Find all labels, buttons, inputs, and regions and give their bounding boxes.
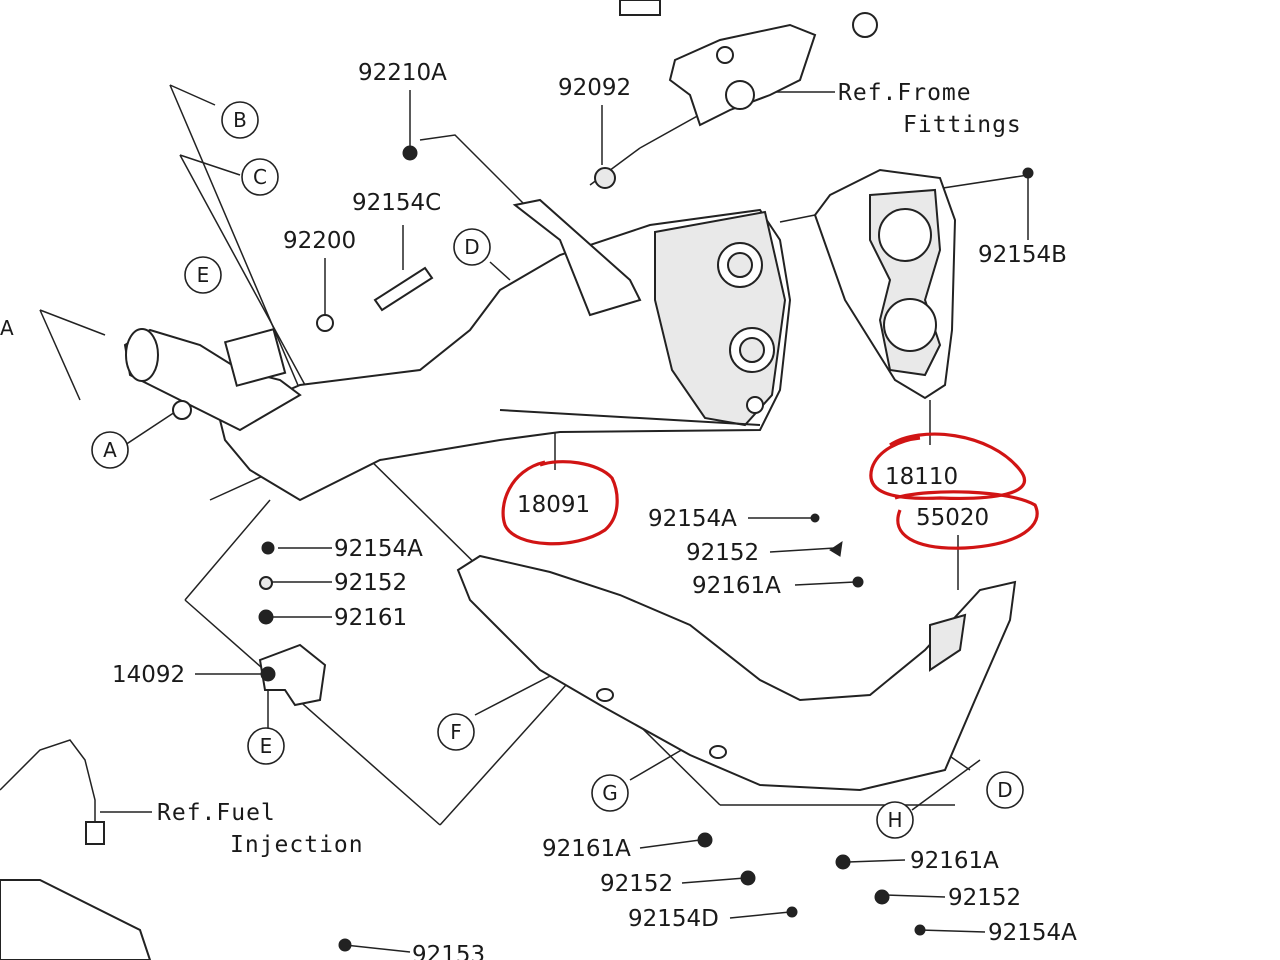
part-number-labels: 92210A 92092 92154C 92200 92154B 18091 1…: [112, 60, 1077, 960]
callout-b: B: [233, 108, 247, 132]
ref-fuel-injection-line2: Injection: [230, 832, 364, 858]
part-55020: 55020: [916, 505, 989, 531]
part-92161A-bottom-left: 92161A: [542, 836, 631, 862]
small-fasteners: [316, 145, 926, 952]
callout-c: C: [253, 165, 267, 189]
part-18091: 18091: [517, 492, 590, 518]
callout-f: F: [450, 720, 462, 744]
callout-e-top: E: [197, 263, 210, 287]
part-92153: 92153: [412, 942, 485, 960]
part-92200: 92200: [283, 228, 356, 254]
ref-frame-fittings-line1: Ref.Frome: [838, 80, 972, 106]
part-92152-bottom-right: 92152: [948, 885, 1021, 911]
red-highlight-marks: [501, 432, 1039, 550]
part-92154A-left: 92154A: [334, 536, 423, 562]
reference-labels: Ref.Frome Fittings Ref.Fuel Injection: [157, 80, 1022, 858]
part-92210A: 92210A: [358, 60, 447, 86]
part-92152-top: 92152: [686, 540, 759, 566]
part-92154D: 92154D: [628, 906, 719, 932]
callout-bubbles: B C D E A E F G H D A: [0, 101, 1024, 839]
callout-e-bottom: E: [260, 734, 273, 758]
part-92154B: 92154B: [978, 242, 1067, 268]
ref-fuel-injection-line1: Ref.Fuel: [157, 800, 276, 826]
callout-a: A: [103, 438, 117, 462]
muffler-body: [218, 198, 792, 502]
muffler-gasket-plate: [813, 167, 1034, 400]
callout-d-top: D: [464, 235, 479, 259]
part-92154A-bottom-right: 92154A: [988, 920, 1077, 946]
callout-a-edge: A: [0, 316, 14, 340]
part-92152-left: 92152: [334, 570, 407, 596]
header-pipe: [123, 328, 302, 432]
callout-h: H: [887, 808, 902, 832]
part-92152-bottom-left: 92152: [600, 871, 673, 897]
part-92161-left: 92161: [334, 605, 407, 631]
part-14092: 14092: [112, 662, 185, 688]
highlight-55020: [894, 490, 1039, 550]
part-92161A-top: 92161A: [692, 573, 781, 599]
clamp-and-sensor: [0, 541, 327, 960]
part-92154C: 92154C: [352, 190, 441, 216]
highlight-18091: [501, 460, 619, 546]
callout-g: G: [602, 781, 618, 805]
part-92161A-bottom-right: 92161A: [910, 848, 999, 874]
ref-frame-fittings-line2: Fittings: [903, 112, 1022, 138]
part-92154A-top: 92154A: [648, 506, 737, 532]
part-92092: 92092: [558, 75, 631, 101]
heat-shield: [456, 554, 1017, 792]
callout-d-right: D: [997, 778, 1012, 802]
part-18110: 18110: [885, 464, 958, 490]
frame-bracket: [619, 0, 878, 127]
highlight-18110: [869, 432, 1027, 500]
